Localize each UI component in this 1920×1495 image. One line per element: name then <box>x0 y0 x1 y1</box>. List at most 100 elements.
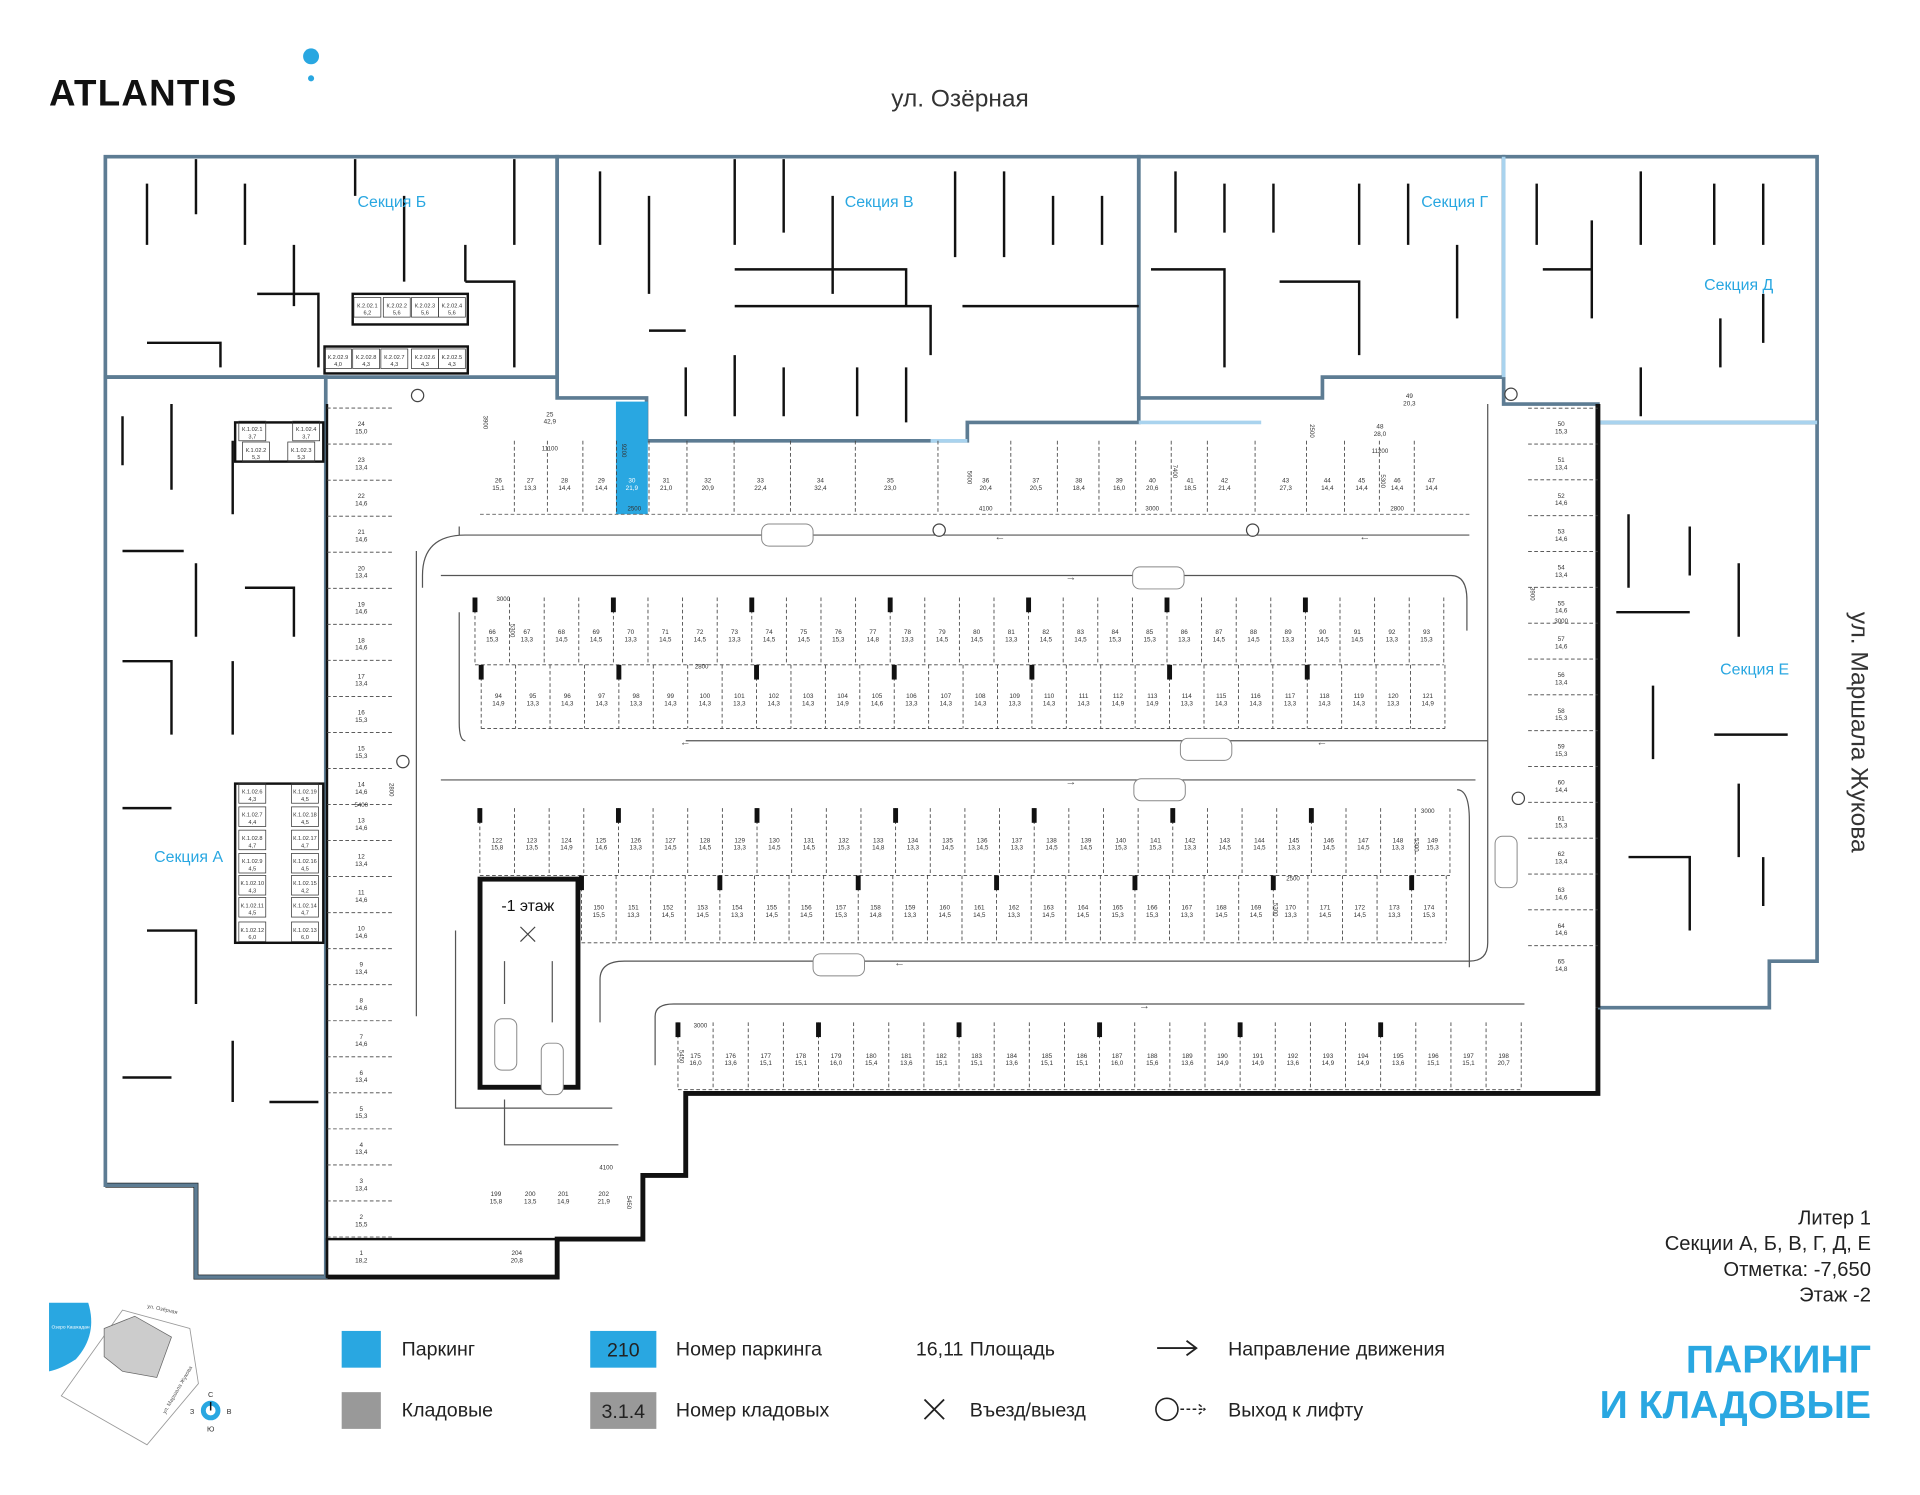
parking-spot[interactable]: 413,4 <box>355 1142 368 1156</box>
storage-room[interactable]: К.2.02.64,3 <box>415 355 435 368</box>
storage-room[interactable]: К.1.02.154,2 <box>293 881 317 894</box>
storage-room[interactable]: К.1.02.126,0 <box>240 928 264 941</box>
storage-room[interactable]: К.1.02.64,3 <box>242 789 262 802</box>
storage-room[interactable]: К.1.02.114,5 <box>241 903 264 916</box>
storage-room[interactable]: К.2.02.25,6 <box>387 303 407 316</box>
storage-room[interactable]: К.2.02.45,6 <box>442 303 462 316</box>
storage-room[interactable]: К.1.02.104,3 <box>240 881 264 894</box>
storage-room[interactable]: К.1.02.174,7 <box>293 836 317 849</box>
storage-room[interactable]: К.1.02.84,7 <box>242 836 262 849</box>
storage-room[interactable]: К.1.02.35,3 <box>291 448 311 461</box>
parking-spot[interactable]: 613,4 <box>355 1070 368 1084</box>
storage-room[interactable]: К.2.02.35,6 <box>415 303 435 316</box>
parking-spot[interactable]: 118,2 <box>355 1250 368 1264</box>
storage-room[interactable]: К.1.02.136,0 <box>293 928 317 941</box>
selected-parking-spot-highlight[interactable] <box>615 401 648 515</box>
storage-room[interactable]: К.2.02.84,3 <box>356 355 376 368</box>
parking-spot[interactable]: 215,5 <box>355 1214 368 1228</box>
storage-room[interactable]: К.2.02.16,2 <box>357 303 377 316</box>
